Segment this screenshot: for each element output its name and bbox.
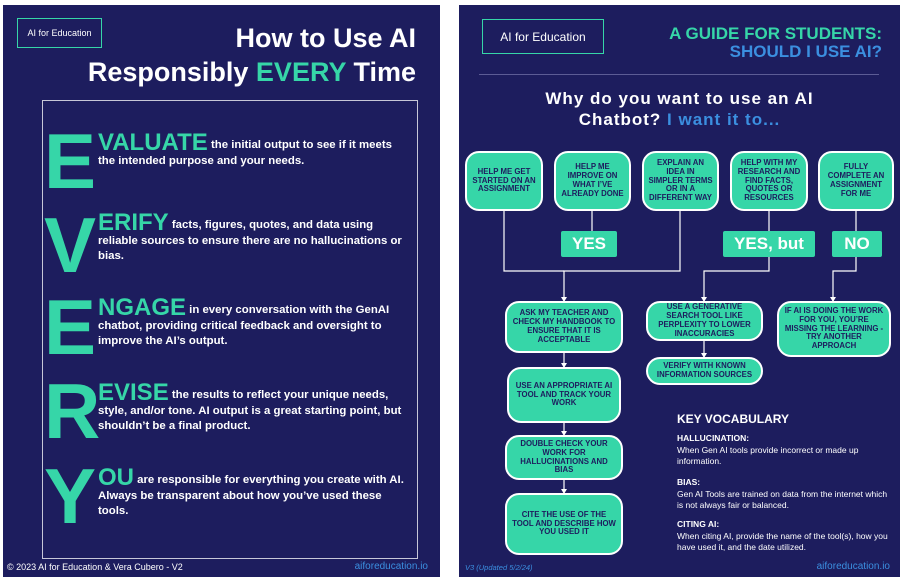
letter-y: Y: [44, 452, 97, 540]
step-cite: CITE THE USE OF THE TOOL AND DESCRIBE HO…: [505, 493, 623, 555]
step-verify-sources: VERIFY WITH KNOWN INFORMATION SOURCES: [646, 357, 763, 385]
ai-for-education-logo: AI for Education: [17, 18, 102, 48]
version-note: V3 (Updated 5/2/24): [465, 563, 533, 572]
letter-r: R: [44, 367, 101, 455]
student-guide-poster: AI for Education A GUIDE FOR STUDENTS: S…: [459, 5, 900, 577]
option-complete: FULLY COMPLETE AN ASSIGNMENT FOR ME: [818, 151, 894, 211]
option-get-started: HELP ME GET STARTED ON AN ASSIGNMENT: [465, 151, 543, 211]
ai-for-education-logo: AI for Education: [482, 19, 604, 54]
section-revise: EVISE the results to reflect your unique…: [98, 379, 402, 433]
option-research: HELP WITH MY RESEARCH AND FIND FACTS, QU…: [730, 151, 808, 211]
vocab-def-citing: When citing AI, provide the name of the …: [677, 531, 888, 552]
section-verify: ERIFY facts, figures, quotes, and data u…: [98, 209, 402, 263]
answer-no: NO: [832, 231, 882, 257]
vocab-heading: KEY VOCABULARY: [677, 412, 790, 426]
guide-title-line1: A GUIDE FOR STUDENTS:: [669, 24, 882, 43]
footer-website-link[interactable]: aiforeducation.io: [816, 561, 890, 572]
every-box: [42, 100, 418, 559]
step-missing-learning: IF AI IS DOING THE WORK FOR YOU, YOU’RE …: [777, 301, 891, 357]
question-line2: Chatbot? I want it to...: [578, 110, 781, 129]
section-engage: NGAGE in every conversation with the Gen…: [98, 294, 390, 348]
letter-e1: E: [44, 117, 97, 205]
vocab-term-bias: BIAS:: [677, 477, 701, 487]
option-improve: HELP ME IMPROVE ON WHAT I’VE ALREADY DON…: [554, 151, 631, 211]
flow-connectors: [503, 211, 857, 494]
question-line1: Why do you want to use an AI: [545, 89, 814, 108]
guide-title-line2: SHOULD I USE AI?: [729, 42, 882, 61]
page-title-line2: Responsibly EVERY Time: [87, 57, 416, 87]
page-title-line1: How to Use AI: [235, 23, 416, 53]
answer-yes-but: YES, but: [723, 231, 815, 257]
step-double-check: DOUBLE CHECK YOUR WORK FOR HALLUCINATION…: [505, 435, 623, 480]
section-evaluate: VALUATE the initial output to see if it …: [98, 129, 392, 167]
step-use-tool: USE AN APPROPRIATE AI TOOL AND TRACK YOU…: [507, 367, 621, 423]
vocab-term-citing: CITING AI:: [677, 519, 720, 529]
every-poster: AI for Education How to Use AI Responsib…: [3, 5, 440, 577]
vocab-def-hallucination: When Gen AI tools provide incorrect or m…: [677, 445, 859, 466]
letter-v: V: [44, 201, 97, 289]
step-ask-teacher: ASK MY TEACHER AND CHECK MY HANDBOOK TO …: [505, 301, 623, 353]
section-you: OU are responsible for everything you cr…: [98, 464, 404, 518]
divider: [479, 74, 879, 75]
letter-e2: E: [44, 283, 97, 371]
footer-website-link[interactable]: aiforeducation.io: [354, 561, 428, 572]
footer-copyright: © 2023 AI for Education & Vera Cubero - …: [7, 562, 183, 572]
answer-yes: YES: [561, 231, 617, 257]
vocab-def-bias: Gen AI Tools are trained on data from th…: [677, 489, 888, 510]
option-explain: EXPLAIN AN IDEA IN SIMPLER TERMS OR IN A…: [642, 151, 719, 211]
step-generative-search: USE A GENERATIVE SEARCH TOOL LIKE PERPLE…: [646, 301, 763, 341]
vocab-term-hallucination: HALLUCINATION:: [677, 433, 750, 443]
